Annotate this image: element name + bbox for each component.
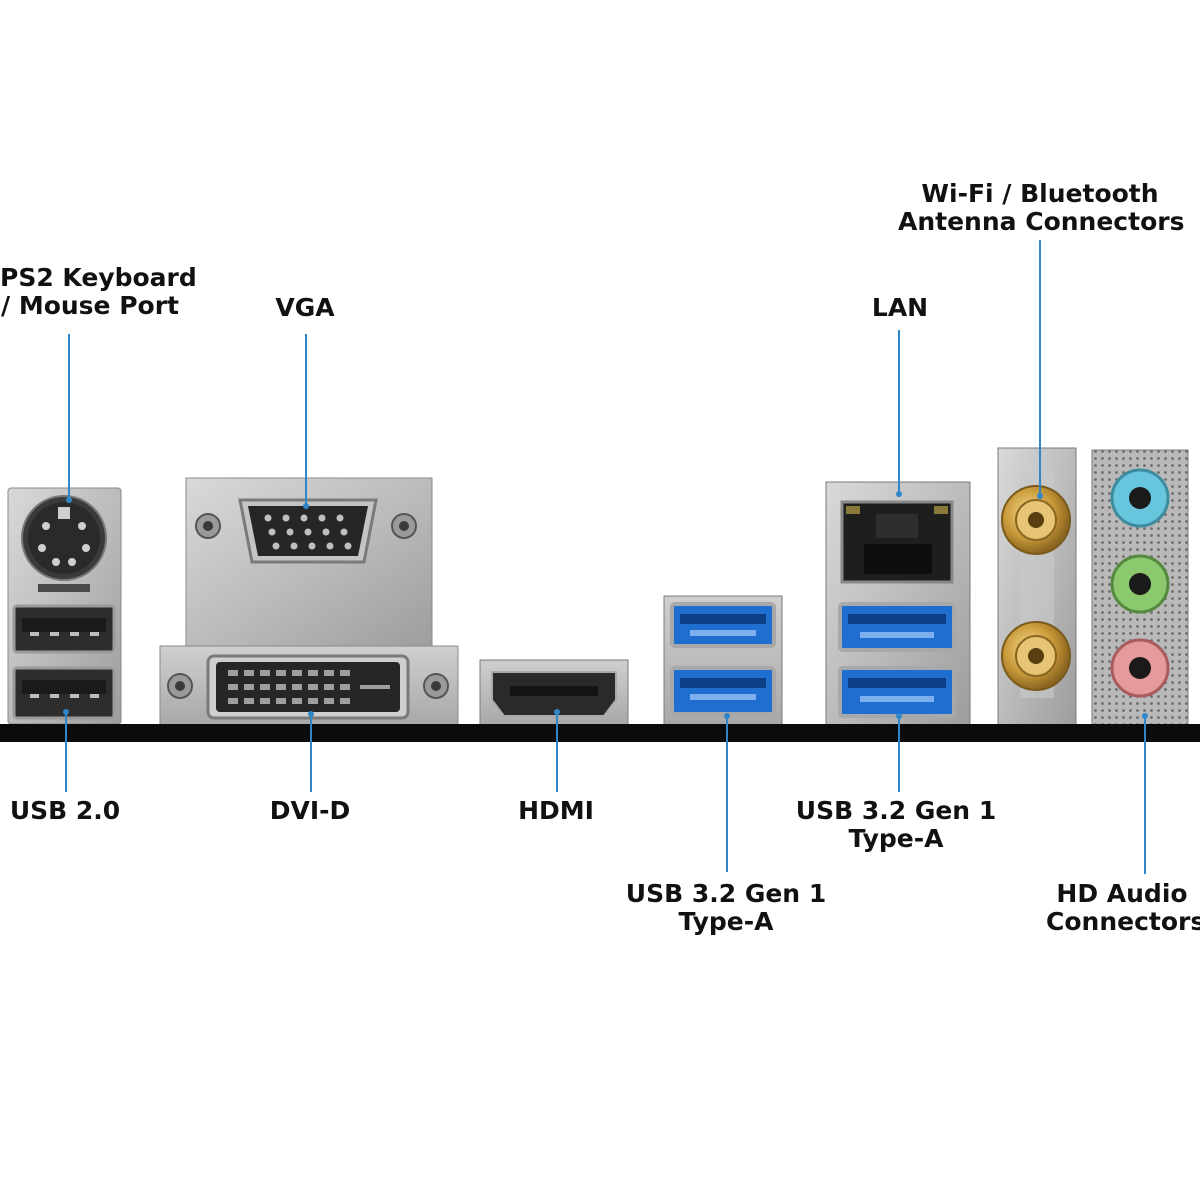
usb3-port-icon: [838, 666, 956, 718]
io-shield-baseline: [0, 724, 1200, 742]
dvi-port-icon: [167, 654, 449, 720]
audio-jack-icon: [1110, 638, 1170, 698]
wifi-label-line1: Wi-Fi / Bluetooth: [921, 179, 1159, 208]
audio-jack-icon: [1110, 468, 1170, 528]
dvid-leader-dot: [308, 711, 314, 717]
ps2-label-line2: / Mouse Port: [0, 291, 179, 320]
usb3-mid-label-line2: Type-A: [678, 907, 774, 936]
hd-audio-label-line2: Connectors: [1046, 907, 1200, 936]
ps2-label-line1: PS2 Keyboard: [0, 263, 197, 292]
vga-dvi-bracket: [159, 477, 459, 727]
usb3-lan-leader-line: [898, 716, 900, 792]
antenna-connector-icon: [1001, 621, 1071, 691]
ps2-label: PS2 Keyboard / Mouse Port: [0, 263, 197, 320]
usb3-stack-middle: [663, 595, 783, 727]
usb3-port-icon: [670, 666, 776, 716]
lan-leader-line: [898, 330, 900, 494]
hd-audio-label-line1: HD Audio: [1056, 879, 1188, 908]
audio-leader-dot: [1142, 713, 1148, 719]
dvid-label: DVI-D: [250, 797, 370, 825]
ps2-leader-line: [68, 334, 70, 500]
ps2-port-icon: [21, 495, 107, 581]
usb2-label-line1: USB 2.0: [9, 796, 121, 825]
lan-leader-dot: [896, 491, 902, 497]
antenna-connector-icon: [1001, 485, 1071, 555]
hd-audio-label: HD Audio Connectors: [1046, 879, 1200, 936]
lan-label: LAN: [840, 294, 960, 322]
usb3-mid-leader-dot: [724, 713, 730, 719]
hdmi-label-line1: HDMI: [518, 796, 594, 825]
vga-leader-dot: [303, 503, 309, 509]
usb3-mid-label-line1: USB 3.2 Gen 1: [625, 879, 827, 908]
usb3-lan-label-line2: Type-A: [848, 824, 944, 853]
ps2-leader-dot: [66, 497, 72, 503]
hdmi-label: HDMI: [496, 797, 616, 825]
vga-port-icon: [195, 498, 417, 564]
usb2-port-icon: [12, 604, 116, 654]
usb2-leader-line: [65, 712, 67, 792]
usb3-mid-label: USB 3.2 Gen 1 Type-A: [620, 880, 832, 936]
usb3-port-icon: [838, 602, 956, 652]
usb3-lan-label-line1: USB 3.2 Gen 1: [795, 796, 997, 825]
usb3-port-icon: [670, 602, 776, 648]
hdmi-port-icon: [479, 659, 629, 727]
usb3-mid-leader-line: [726, 716, 728, 872]
lan-label-line1: LAN: [871, 293, 929, 322]
rj45-port-icon: [840, 500, 954, 584]
wifi-leader-line: [1039, 240, 1041, 496]
dvid-label-line1: DVI-D: [269, 796, 351, 825]
lan-usb3-stack: [825, 481, 971, 727]
vga-label: VGA: [240, 294, 370, 322]
wifi-label: Wi-Fi / Bluetooth Antenna Connectors: [898, 179, 1185, 236]
usb2-port-icon: [12, 666, 116, 720]
audio-jack-icon: [1110, 554, 1170, 614]
usb3-lan-leader-dot: [896, 713, 902, 719]
antenna-bracket: [997, 447, 1077, 727]
audio-leader-line: [1144, 716, 1146, 874]
vga-leader-line: [305, 334, 307, 506]
usb2-leader-dot: [63, 709, 69, 715]
usb3-lan-label: USB 3.2 Gen 1 Type-A: [790, 797, 1002, 853]
audio-panel: [1091, 449, 1189, 727]
vga-label-line1: VGA: [275, 293, 335, 322]
wifi-label-line2: Antenna Connectors: [898, 207, 1185, 236]
dvid-leader-line: [310, 714, 312, 792]
hdmi-leader-dot: [554, 709, 560, 715]
usb2-label: USB 2.0: [0, 797, 130, 825]
ps2-usb2-stack: [7, 487, 122, 725]
hdmi-leader-line: [556, 712, 558, 792]
wifi-leader-dot: [1037, 493, 1043, 499]
